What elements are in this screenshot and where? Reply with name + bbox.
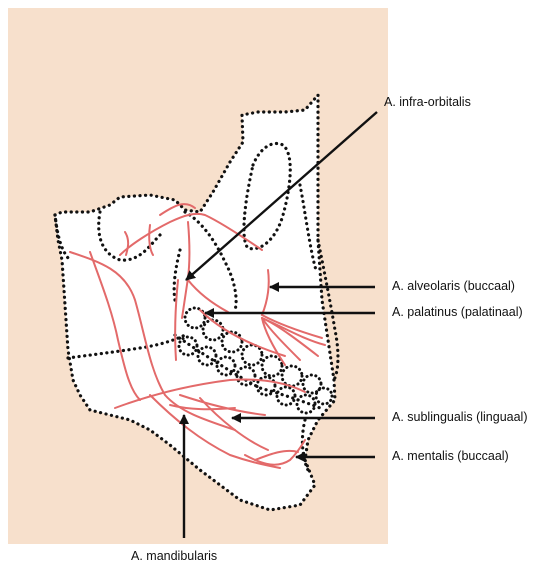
label-mandibularis: A. mandibularis (131, 549, 217, 563)
label-infra-orbitalis: A. infra-orbitalis (384, 95, 471, 109)
label-sublingualis: A. sublingualis (linguaal) (392, 410, 528, 424)
label-palatinus: A. palatinus (palatinaal) (392, 305, 523, 319)
label-alveolaris: A. alveolaris (buccaal) (392, 279, 515, 293)
label-mentalis: A. mentalis (buccaal) (392, 449, 509, 463)
